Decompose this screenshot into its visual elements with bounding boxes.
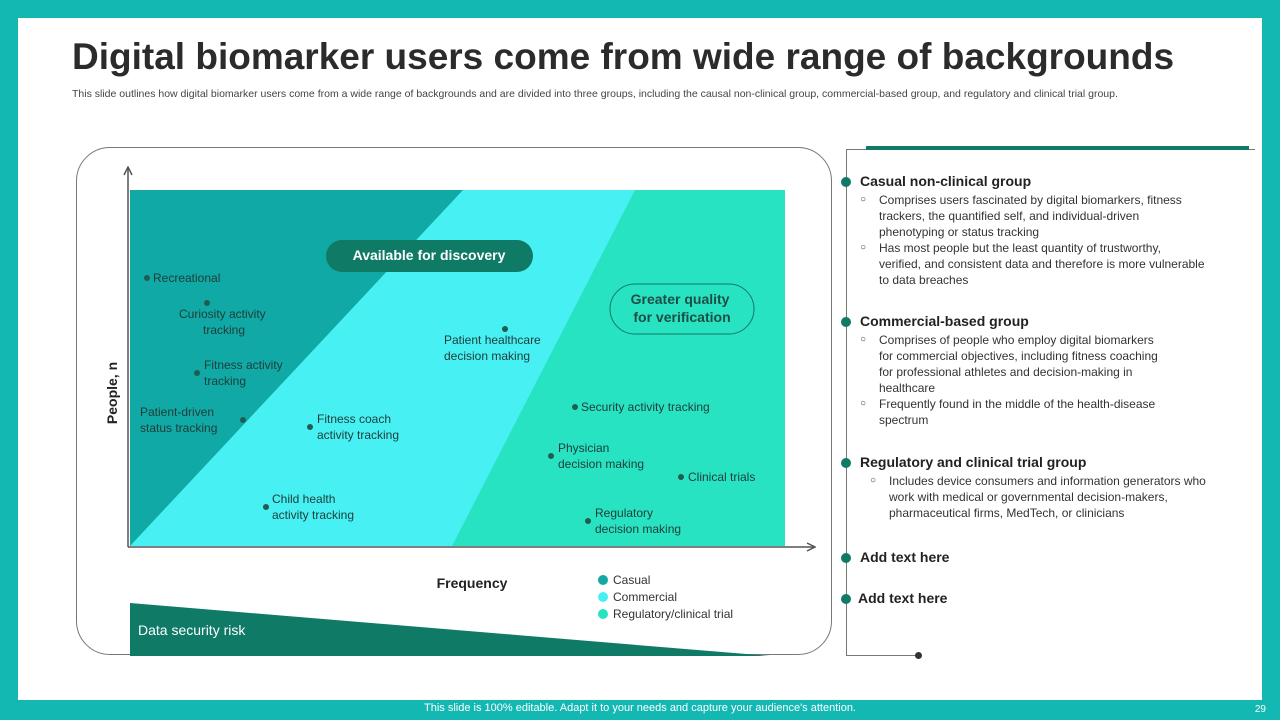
group-heading: Add text here (858, 590, 948, 606)
biomarker-diagram: People, n Frequency Available for discov… (104, 148, 838, 656)
bullet-item: Has most people but the least quantity o… (860, 240, 1205, 288)
group-bullets: Comprises users fascinated by digital bi… (860, 192, 1205, 288)
slide-title: Digital biomarker users come from wide r… (72, 36, 1175, 77)
panel-accent-bar (866, 146, 1249, 150)
svg-text:Regulatory/clinical trial: Regulatory/clinical trial (613, 607, 733, 621)
svg-text:Commercial: Commercial (613, 590, 677, 604)
point-security-activity-tracking: Security activity tracking (572, 400, 710, 414)
bullet-item: Includes device consumers and informatio… (870, 473, 1230, 521)
panel-end-dot (915, 652, 922, 659)
svg-text:Regulatory decision ma: Regulatory decision making (595, 506, 681, 536)
point-physician-decision-making: Physician decision making (548, 441, 644, 471)
group-bullets: Includes device consumers and informatio… (870, 473, 1230, 521)
slide-subtitle: This slide outlines how digital biomarke… (72, 88, 1118, 100)
discovery-pill (326, 240, 533, 272)
slide: Digital biomarker users come from wide r… (18, 18, 1262, 700)
svg-text:Recreational: Recreational (153, 271, 220, 285)
bullet-item: Frequently found in the middle of the he… (860, 396, 1160, 428)
groups-panel: Casual non-clinical group Comprises user… (841, 146, 1256, 659)
point-recreational: Recreational (144, 271, 220, 285)
point-child-health-activity-tracking: Child health activity tracking (263, 492, 354, 522)
group-heading: Casual non-clinical group (860, 173, 1032, 189)
footer-note: This slide is 100% editable. Adapt it to… (424, 702, 856, 714)
discovery-label: Available for discovery (353, 247, 506, 263)
point-clinical-trials: Clinical trials (678, 470, 755, 484)
svg-text:Curiosity activity tra: Curiosity activity tracking (179, 307, 269, 337)
legend-item-regulatory: Regulatory/clinical trial (598, 607, 733, 621)
point-regulatory-decision-making: Regulatory decision making (585, 506, 681, 536)
svg-text:Clinical trials: Clinical trials (688, 470, 755, 484)
svg-text:Patient-driven status: Patient-driven status tracking (140, 405, 217, 435)
data-security-risk-label: Data security risk (138, 622, 246, 638)
regulatory-region (452, 190, 785, 546)
svg-text:Patient healthcare dec: Patient healthcare decision making (444, 333, 544, 363)
y-axis-label: People, n (104, 362, 120, 424)
point-patient-driven-status-tracking: Patient-driven status tracking (140, 405, 246, 435)
point-fitness-coach-activity-tracking: Fitness coach activity tracking (307, 412, 399, 442)
point-patient-healthcare-decision-making: Patient healthcare decision making (444, 326, 544, 363)
verification-label: Greater quality for verification (631, 291, 734, 325)
group-heading: Add text here (860, 549, 950, 565)
legend: Casual Commercial Regulatory/clinical tr… (598, 573, 733, 621)
svg-text:Fitness coach activity: Fitness coach activity tracking (317, 412, 399, 442)
point-fitness-activity-tracking: Fitness activity tracking (194, 358, 286, 388)
legend-item-commercial: Commercial (598, 590, 677, 604)
bullet-item: Comprises users fascinated by digital bi… (860, 192, 1205, 240)
bullet-item: Comprises of people who employ digital b… (860, 332, 1160, 396)
data-security-risk-wedge (130, 603, 770, 656)
casual-region (130, 190, 463, 546)
svg-text:Physician decision mak: Physician decision making (558, 441, 644, 471)
group-bullets: Comprises of people who employ digital b… (860, 332, 1160, 428)
svg-text:Child health activity: Child health activity tracking (272, 492, 354, 522)
x-axis-label: Frequency (437, 575, 508, 591)
group-heading: Commercial-based group (860, 313, 1029, 329)
legend-item-casual: Casual (598, 573, 650, 587)
point-curiosity-activity-tracking: Curiosity activity tracking (179, 300, 269, 337)
svg-text:Casual: Casual (613, 573, 650, 587)
svg-text:Security activity tracking: Security activity tracking (581, 400, 710, 414)
verification-pill (609, 283, 755, 335)
svg-text:Fitness activity track: Fitness activity tracking (204, 358, 286, 388)
page-number: 29 (1254, 704, 1266, 715)
group-heading: Regulatory and clinical trial group (860, 454, 1087, 470)
